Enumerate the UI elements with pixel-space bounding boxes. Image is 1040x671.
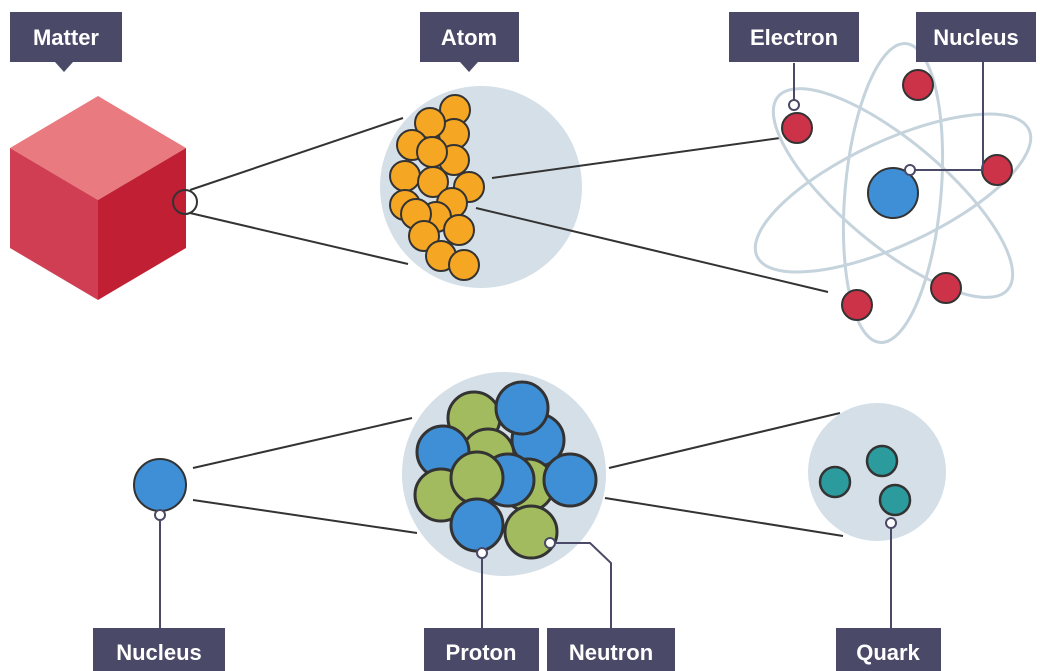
label-electron: Electron: [729, 12, 859, 62]
atom-particle: [389, 160, 421, 192]
matter-zoom-line-bottom: [189, 212, 409, 265]
label-nucleus-top-text: Nucleus: [933, 25, 1019, 50]
electron-pointer-dot: [788, 99, 800, 111]
nucleon-zoom-line-bottom: [604, 497, 844, 537]
label-nucleus-bottom: Nucleus: [93, 628, 225, 671]
quark-pointer-dot: [885, 517, 897, 529]
orbit: [753, 112, 1033, 274]
electron: [981, 154, 1013, 186]
atom-nucleus: [867, 167, 919, 219]
label-neutron: Neutron: [547, 628, 675, 671]
cube-right-face: [98, 148, 186, 300]
atom-zoom-line-bottom: [475, 207, 829, 293]
nucleus-zoom-line-bottom: [192, 499, 418, 534]
label-atom: Atom: [420, 12, 519, 72]
proton: [542, 452, 598, 508]
atom-particle: [417, 166, 449, 198]
orbit: [841, 42, 945, 344]
neutron: [503, 504, 559, 560]
orbit: [771, 87, 1015, 299]
nucleon-zoom-line-top: [608, 412, 841, 469]
atom-particle: [443, 214, 475, 246]
top-pointers: [793, 62, 984, 171]
quark: [865, 444, 899, 478]
matter-zoom-ring: [172, 189, 198, 215]
quark: [818, 465, 852, 499]
label-atom-text: Atom: [441, 25, 497, 50]
label-electron-text: Electron: [750, 25, 838, 50]
label-proton-text: Proton: [446, 640, 517, 665]
label-nucleus-bottom-text: Nucleus: [116, 640, 202, 665]
atom-particle: [448, 249, 480, 281]
nucleus-top-pointer-dot: [904, 164, 916, 176]
electron: [841, 289, 873, 321]
nucleus-top-pointer-line: [912, 62, 984, 171]
atom-particle-cluster: [389, 94, 485, 281]
matter-cube: [10, 96, 186, 300]
cube-left-face: [10, 148, 98, 300]
nucleus-bottom-pointer-dot: [154, 509, 166, 521]
atom-particle: [416, 136, 448, 168]
label-matter: Matter: [10, 12, 122, 72]
atom-orbits: [753, 42, 1033, 344]
label-matter-text: Matter: [33, 25, 99, 50]
label-quark: Quark: [836, 628, 941, 671]
electron: [930, 272, 962, 304]
nucleus-zoom-line-top: [192, 417, 413, 469]
label-quark-text: Quark: [856, 640, 920, 665]
neutron-pointer-dot: [544, 537, 556, 549]
label-nucleus-top: Nucleus: [916, 12, 1036, 62]
label-neutron-text: Neutron: [569, 640, 653, 665]
atom-zoom-line-top: [491, 137, 781, 179]
proton: [449, 497, 505, 553]
electron: [781, 112, 813, 144]
small-nucleus: [133, 458, 187, 512]
proton-pointer-dot: [476, 547, 488, 559]
neutron-pointer-line: [552, 542, 612, 628]
electron: [902, 69, 934, 101]
quark: [878, 483, 912, 517]
matter-zoom-line-top: [189, 117, 404, 191]
neutron: [449, 450, 505, 506]
label-proton: Proton: [424, 628, 539, 671]
quarks: [818, 444, 912, 517]
proton: [494, 380, 550, 436]
